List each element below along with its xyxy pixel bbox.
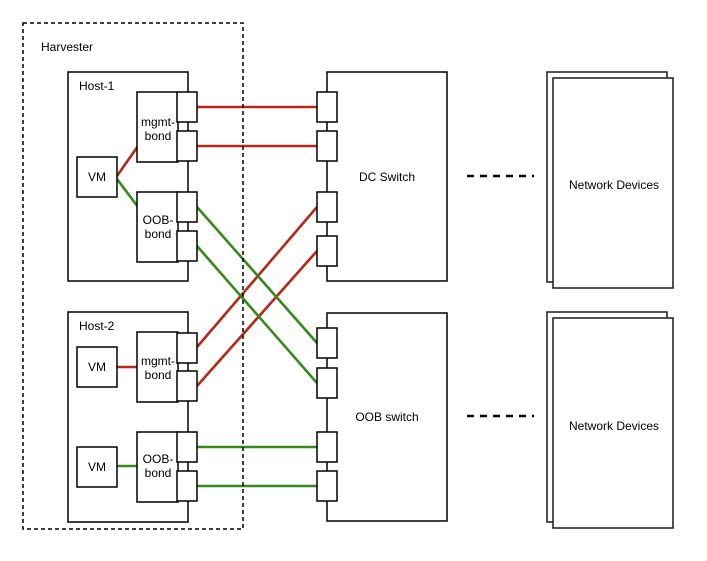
- oob-switch-port-1: [316, 327, 338, 359]
- link-host1-oob-port2-oobswitch-port2: [196, 245, 318, 384]
- dc-switch-box: [326, 71, 448, 282]
- host2-oob-bond-box: [136, 431, 179, 503]
- host2-vm1-box: [76, 346, 118, 388]
- host1-mgmt-bond-port-1: [176, 91, 198, 123]
- link-host2-mgmt-port2-dc-port4: [196, 250, 318, 387]
- host1-vm-box: [76, 156, 118, 198]
- dc-switch-label: DC Switch: [359, 170, 415, 184]
- host2-mgmt-bond-port-1: [176, 332, 198, 364]
- harvester-label: Harvester: [41, 40, 93, 54]
- host1-oob-bond-port-2: [176, 230, 198, 262]
- link-host1-vm-oob-bond: [115, 178, 140, 208]
- dc-switch-port-4: [316, 235, 338, 267]
- host2-mgmt-bond-label-line1: mgmt-: [141, 354, 175, 368]
- host2-oob-bond-label-line2: bond: [145, 466, 172, 480]
- host1-oob-bond-box: [136, 191, 179, 263]
- oob-switch-label: OOB switch: [355, 410, 418, 424]
- host2-vm2-box: [76, 446, 118, 488]
- link-host2-mgmt-port1-dc-port3: [196, 206, 318, 348]
- host2-oob-bond-label-line1: OOB-: [143, 452, 174, 466]
- host2-mgmt-bond-port-2: [176, 370, 198, 402]
- host2-vm2-label: VM: [88, 460, 106, 474]
- host1-oob-bond-label-line2: bond: [145, 227, 172, 241]
- host2-mgmt-bond-label-line2: bond: [145, 368, 172, 382]
- host1-mgmt-bond-label-line1: mgmt-: [141, 115, 175, 129]
- network-devices-top-stack-front: [552, 77, 674, 289]
- host1-vm-label: VM: [88, 170, 106, 184]
- host2-vm1-label: VM: [88, 360, 106, 374]
- dc-switch-port-2: [316, 130, 338, 162]
- network-devices-bottom-stack-front: [552, 317, 674, 529]
- host1-label: Host-1: [79, 79, 115, 93]
- host2-label: Host-2: [79, 319, 115, 333]
- link-host1-vm-mgmt-bond: [115, 145, 140, 177]
- oob-switch-port-2: [316, 367, 338, 399]
- host1-mgmt-bond-port-2: [176, 130, 198, 162]
- network-devices-top-label: Network Devices: [569, 178, 659, 192]
- dc-switch-port-3: [316, 191, 338, 223]
- network-devices-bottom-label: Network Devices: [569, 419, 659, 433]
- link-host1-oob-port1-oobswitch-port1: [196, 206, 318, 344]
- oob-switch-port-3: [316, 431, 338, 463]
- oob-switch-box: [326, 312, 448, 522]
- host2-oob-bond-port-1: [176, 431, 198, 463]
- host1-mgmt-bond-box: [136, 91, 179, 163]
- harvester-cluster-border: [22, 22, 244, 530]
- host2-oob-bond-port-2: [176, 470, 198, 502]
- host2-mgmt-bond-box: [136, 331, 179, 403]
- oob-switch-port-4: [316, 470, 338, 502]
- host1-oob-bond-port-1: [176, 191, 198, 223]
- dc-switch-port-1: [316, 91, 338, 123]
- host1-oob-bond-label-line1: OOB-: [143, 213, 174, 227]
- host1-mgmt-bond-label-line2: bond: [145, 129, 172, 143]
